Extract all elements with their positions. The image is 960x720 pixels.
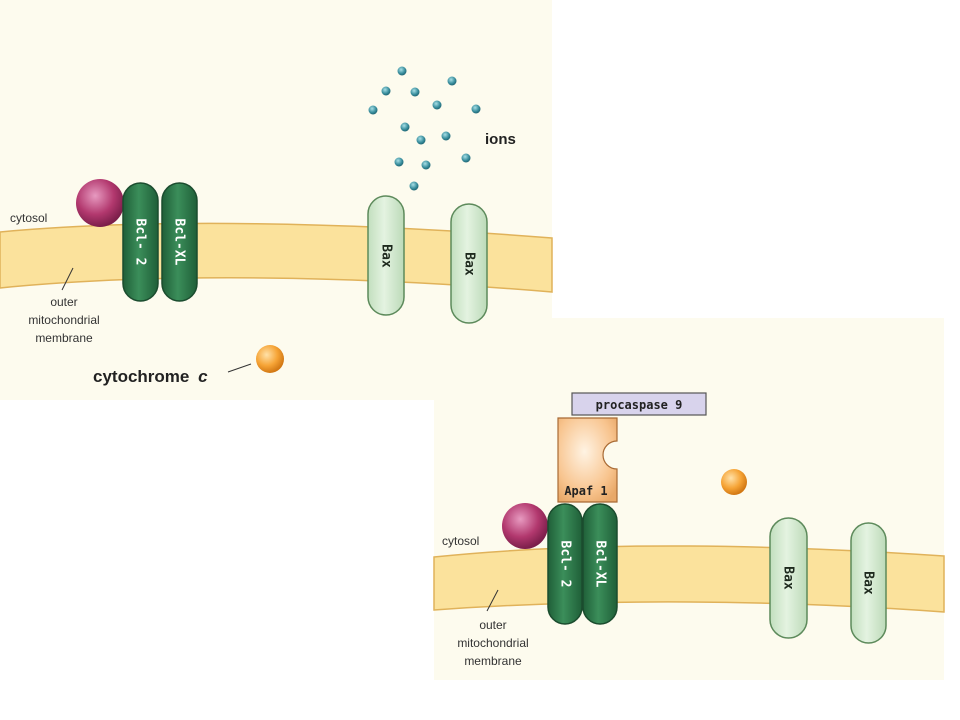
- ion: [416, 135, 426, 145]
- top-cytochrome-c: c: [198, 367, 208, 386]
- ion: [400, 122, 410, 132]
- top-cytochrome-pointer: [227, 363, 252, 373]
- ion: [394, 157, 404, 167]
- top-membrane-label-2: mitochondrial: [28, 313, 99, 327]
- top-membrane-pointer: [61, 267, 74, 291]
- top-cytochrome-label: cytochrome c: [93, 367, 208, 386]
- ion: [410, 87, 420, 97]
- top-ions: [368, 66, 481, 191]
- top-bclxl-protein: Bcl-XL: [161, 182, 198, 302]
- top-bcl2-label: Bcl- 2: [133, 219, 148, 266]
- ion: [381, 86, 391, 96]
- top-bax-right-protein: Bax: [450, 203, 488, 324]
- top-cytosol-label: cytosol: [10, 211, 47, 225]
- ion: [461, 153, 471, 163]
- bottom-bcl2-label: Bcl- 2: [558, 541, 573, 588]
- ion: [432, 100, 442, 110]
- bottom-membrane-label-1: outer: [479, 618, 506, 632]
- bottom-bclxl-protein: Bcl-XL: [582, 503, 618, 625]
- bottom-membrane-label-3: membrane: [464, 654, 522, 668]
- top-cytochrome-c-molecule: [256, 345, 284, 373]
- bottom-magenta-protein: [502, 503, 548, 549]
- procaspase-9-protein: procaspase 9: [571, 392, 707, 416]
- top-membrane-label-3: membrane: [35, 331, 93, 345]
- bottom-bax-left-label: Bax: [781, 566, 796, 590]
- bottom-cytosol-label: cytosol: [442, 534, 479, 548]
- bottom-cytochrome-c-molecule: [721, 469, 747, 495]
- ion: [441, 131, 451, 141]
- top-bcl2-protein: Bcl- 2: [122, 182, 159, 302]
- ion: [471, 104, 481, 114]
- procaspase-9-label: procaspase 9: [596, 398, 683, 412]
- top-cytochrome-word: cytochrome: [93, 367, 189, 386]
- bottom-membrane-pointer: [486, 589, 499, 612]
- ion: [368, 105, 378, 115]
- ion: [409, 181, 419, 191]
- bottom-bclxl-label: Bcl-XL: [593, 541, 608, 588]
- ion: [397, 66, 407, 76]
- bottom-panel: procaspase 9 Apaf 1 Bcl- 2 Bcl-XL Bax: [433, 318, 945, 680]
- bottom-bax-left-protein: Bax: [769, 517, 808, 639]
- bottom-bax-right-label: Bax: [861, 571, 876, 595]
- apaf1-label: Apaf 1: [564, 484, 607, 498]
- ion: [421, 160, 431, 170]
- top-bax-right-label: Bax: [462, 252, 477, 276]
- top-bax-left-protein: Bax: [367, 195, 405, 316]
- top-bax-left-label: Bax: [379, 244, 394, 268]
- bottom-bax-right-protein: Bax: [850, 522, 887, 644]
- top-membrane-label-1: outer: [50, 295, 77, 309]
- top-magenta-protein: [76, 179, 124, 227]
- bottom-membrane-label-2: mitochondrial: [457, 636, 528, 650]
- ion: [447, 76, 457, 86]
- bottom-bcl2-protein: Bcl- 2: [547, 503, 583, 625]
- top-panel: Bcl- 2 Bcl-XL Bax Bax: [0, 0, 553, 400]
- top-ions-label: ions: [485, 131, 516, 148]
- apaf1-protein: Apaf 1: [557, 417, 618, 503]
- top-bclxl-label: Bcl-XL: [172, 219, 187, 266]
